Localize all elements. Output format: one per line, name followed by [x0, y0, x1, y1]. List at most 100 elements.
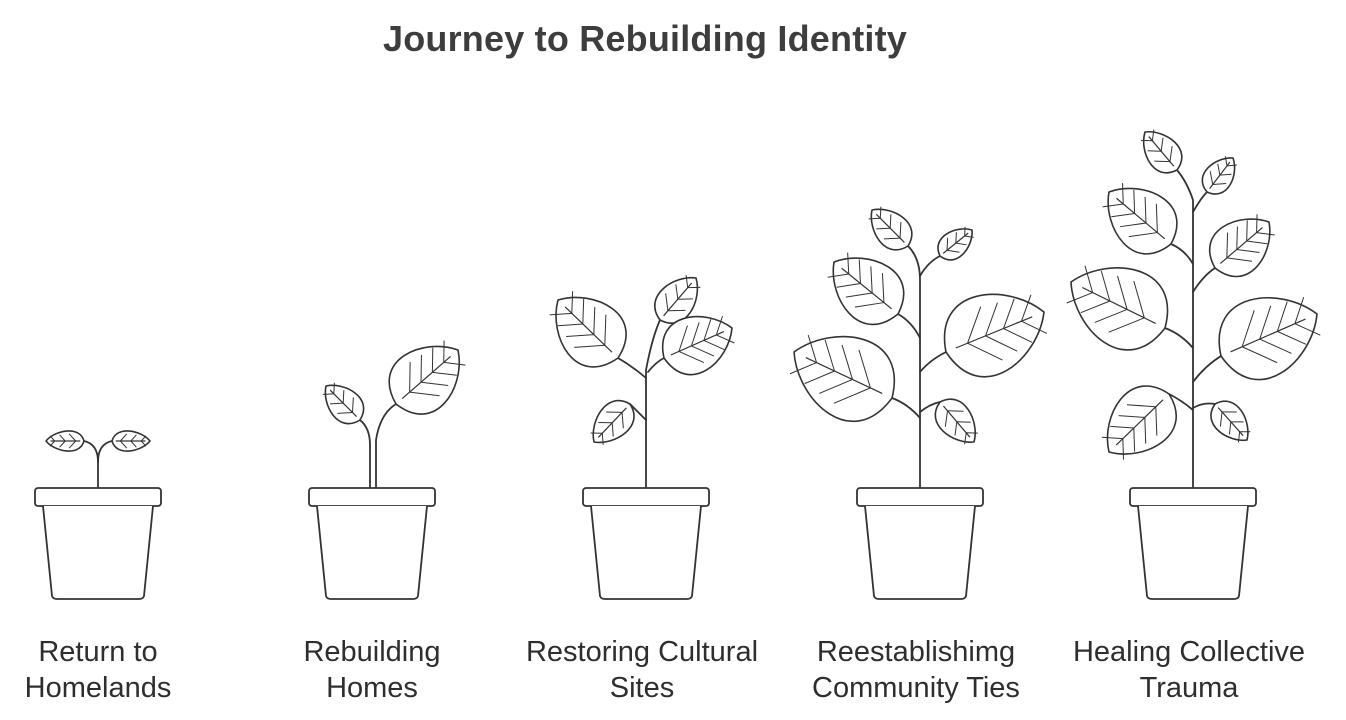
- leaf-vein: [1122, 183, 1124, 204]
- leaf-vein: [1102, 203, 1124, 208]
- leaf-vein: [1155, 203, 1158, 233]
- stem: [83, 440, 99, 489]
- leaf-vein: [889, 214, 892, 229]
- leaf-vein: [1276, 301, 1288, 332]
- leaf-vein: [1003, 298, 1015, 329]
- leaf-vein: [841, 267, 892, 310]
- stage-label-5-line1: Healing Collective: [1072, 636, 1306, 668]
- leaf-vein: [1294, 323, 1321, 336]
- stem: [1192, 191, 1208, 213]
- leaf-vein: [333, 382, 335, 394]
- leaf-vein: [1133, 280, 1145, 319]
- leaf-vein: [549, 312, 572, 316]
- leaf-vein: [59, 434, 66, 442]
- leaf-vein: [420, 381, 449, 387]
- leaf-vein: [1021, 320, 1048, 334]
- leaf-vein: [566, 334, 594, 338]
- stem: [617, 357, 647, 379]
- stage-label-3: Restoring Cultural Sites: [507, 634, 777, 706]
- leaf-vein: [967, 306, 982, 344]
- leaf-vein: [1108, 317, 1145, 333]
- leaf-vein: [690, 322, 700, 347]
- leaf-vein: [49, 435, 56, 442]
- leaf-vein: [954, 421, 958, 436]
- stage-label-1: Return to Homelands: [0, 634, 233, 706]
- leaf-vein: [130, 440, 137, 448]
- stage-label-1-line1: Return to: [38, 636, 158, 668]
- mature-plant-pot-icon: [1066, 129, 1321, 600]
- stage-label-3-line1: Restoring Cultural: [525, 636, 759, 668]
- leaf-vein: [1144, 196, 1147, 224]
- leaf-vein: [985, 335, 1018, 352]
- leaf-vein: [330, 402, 344, 405]
- leaf-vein: [955, 232, 957, 244]
- leaf-vein: [352, 397, 354, 413]
- leaf-vein: [1116, 197, 1166, 240]
- leaf-vein: [140, 440, 147, 447]
- leaf-vein: [845, 292, 873, 298]
- leaf-vein: [789, 362, 817, 375]
- leaf-vein: [1160, 137, 1164, 152]
- leaf-vein: [611, 422, 614, 437]
- leaf-vein: [685, 275, 689, 288]
- pot-body: [1137, 505, 1249, 600]
- leaf-vein: [1241, 310, 1255, 347]
- stem: [891, 397, 921, 419]
- leaf-vein: [847, 252, 850, 274]
- leaf-vein: [1144, 417, 1147, 444]
- stage-label-1-line2: Homelands: [24, 672, 172, 704]
- leaf: [1201, 157, 1236, 195]
- stage-label-2-line2: Homes: [326, 672, 418, 704]
- leaf-vein: [1294, 297, 1305, 324]
- leaf-vein: [1154, 160, 1170, 163]
- leaf-vein: [1246, 240, 1268, 245]
- leaf-vein: [432, 371, 457, 376]
- pot-body: [864, 505, 976, 600]
- leaf-vein: [1246, 220, 1248, 242]
- leaf: [832, 257, 905, 326]
- stage-label-5: Healing Collective Trauma: [1054, 634, 1324, 706]
- leaf-vein: [1133, 428, 1136, 452]
- pot-body: [42, 505, 154, 600]
- leaf-vein: [858, 349, 871, 389]
- leaf-vein: [1236, 226, 1238, 250]
- leaf-vein: [604, 314, 607, 346]
- stem: [1170, 243, 1194, 265]
- stage-label-4-line2: Community Ties: [812, 672, 1020, 704]
- leaf-vein: [1277, 330, 1307, 345]
- leaf-vein: [443, 361, 466, 366]
- leaf-vein: [868, 217, 881, 220]
- leaf: [388, 345, 460, 415]
- leaf-vein: [1217, 163, 1221, 176]
- leaf-vein: [964, 432, 967, 445]
- stem: [919, 255, 941, 277]
- leaf-vein: [68, 433, 77, 442]
- leaf-vein: [670, 331, 725, 356]
- leaf-vein: [804, 370, 835, 385]
- leaf-vein: [574, 344, 605, 348]
- leaf-vein: [1111, 212, 1135, 218]
- pot-rim: [582, 487, 710, 507]
- pot-body: [316, 505, 428, 600]
- leaf-vein: [1003, 328, 1033, 343]
- leaf-vein: [824, 339, 835, 372]
- stem: [1176, 169, 1194, 489]
- leaf-vein: [946, 249, 960, 253]
- leaf-vein: [1259, 338, 1292, 354]
- pot-rim: [1129, 487, 1257, 507]
- leaf-vein: [1236, 248, 1260, 253]
- leaf-vein: [1209, 171, 1214, 185]
- leaf-vein: [899, 222, 902, 239]
- leaf-vein: [807, 334, 818, 363]
- leaf-vein: [1080, 300, 1111, 314]
- leaf-vein: [1101, 436, 1123, 440]
- leaf-vein: [59, 440, 66, 448]
- leaf-vein: [946, 237, 949, 251]
- leaf-vein: [601, 433, 604, 445]
- stage-label-2: Rebuilding Homes: [237, 634, 507, 706]
- leaf-vein: [1100, 270, 1111, 302]
- leaf-vein: [1118, 415, 1145, 418]
- leaf-vein: [1228, 421, 1232, 435]
- leaf-vein: [964, 235, 974, 238]
